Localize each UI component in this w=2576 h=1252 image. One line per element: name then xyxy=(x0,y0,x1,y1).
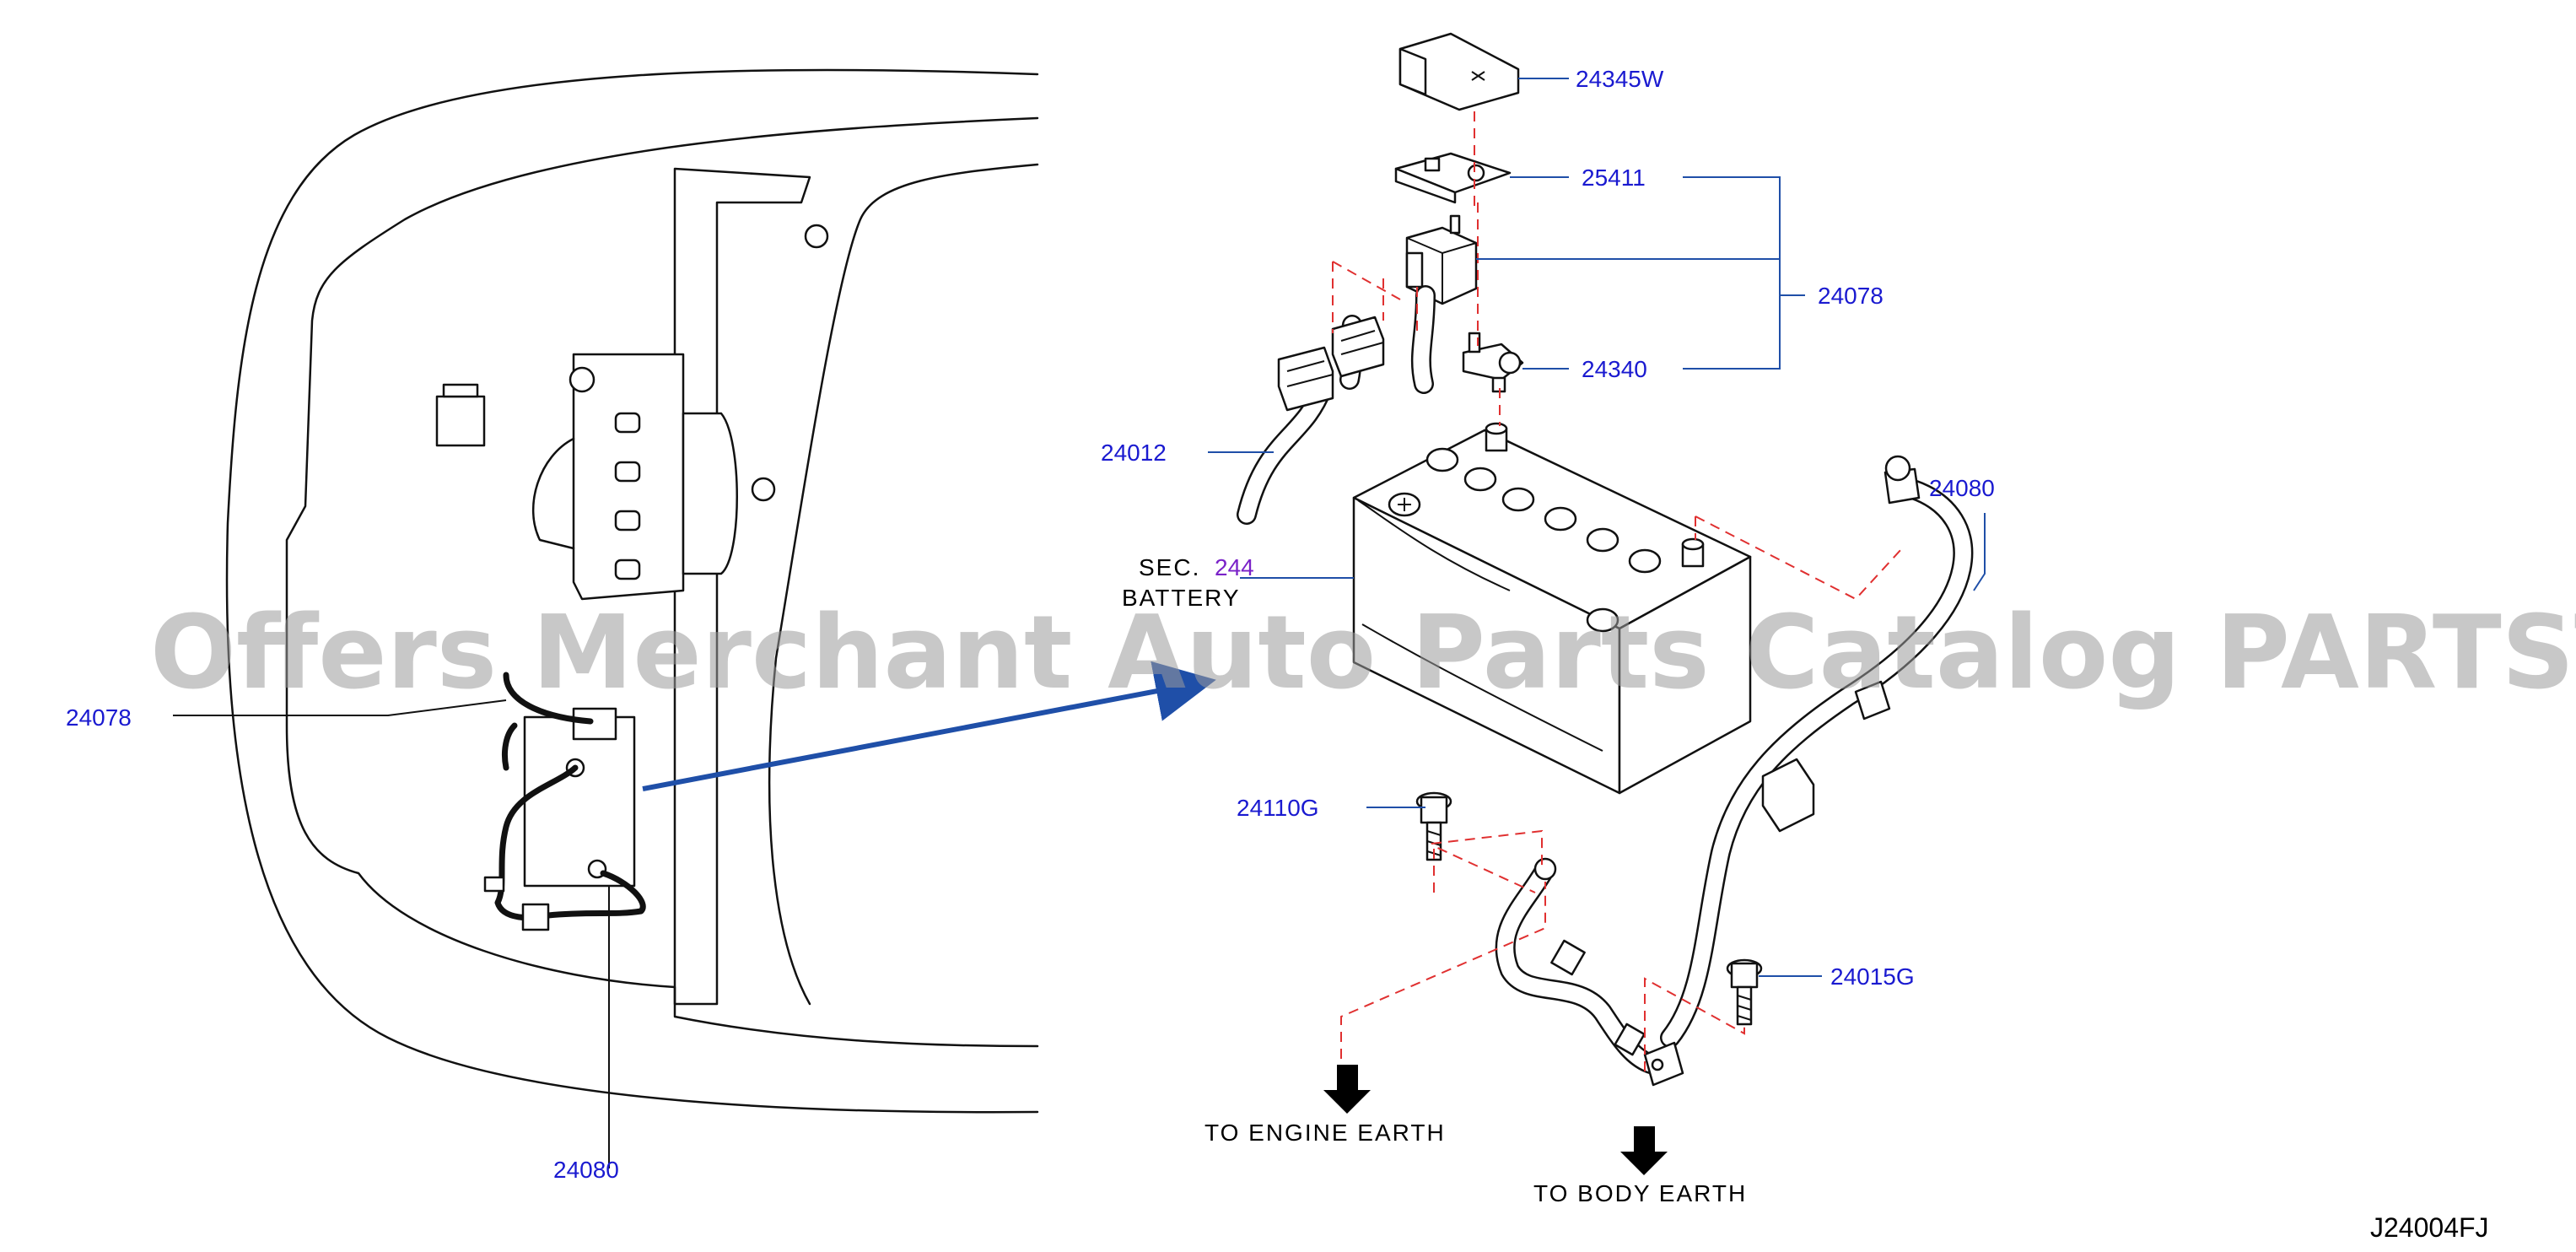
vehicle-overview xyxy=(225,68,1039,1114)
terminal-clamp-icon xyxy=(1462,332,1524,393)
fusible-link-icon xyxy=(1405,214,1478,305)
overview-earth-cable xyxy=(494,764,646,921)
label-24080: 24080 xyxy=(1929,475,1995,501)
section-ref-prefix: SEC. xyxy=(1139,554,1200,580)
battery-post-icons xyxy=(1485,422,1705,568)
bolt-24015g-icon xyxy=(1726,958,1763,1026)
overview-battery xyxy=(523,707,636,888)
spark-plug-icons xyxy=(614,412,641,580)
engine-earth-label: TO ENGINE EARTH xyxy=(1204,1120,1446,1146)
overview-label-24080: 24080 xyxy=(553,1157,619,1183)
body-earth-label: TO BODY EARTH xyxy=(1533,1180,1747,1206)
reservoir-icon xyxy=(435,383,486,447)
diagram-code: J24004FJ xyxy=(2370,1212,2489,1243)
section-ref-number: 244 xyxy=(1215,554,1254,580)
earth-cable-terminals xyxy=(1533,455,1921,1087)
battery-icon xyxy=(1352,422,1752,795)
overview-label-24078: 24078 xyxy=(66,704,132,731)
label-24345w: 24345W xyxy=(1576,66,1664,92)
watermark: Offers Merchant Auto Parts Catalog PARTS… xyxy=(150,595,2576,712)
label-24078: 24078 xyxy=(1818,283,1883,309)
fuse-terminal-icon xyxy=(1394,152,1512,204)
assembly-guide-lines xyxy=(1332,111,1903,1071)
label-24110g: 24110G xyxy=(1237,795,1319,821)
body-earth-arrow-icon xyxy=(1620,1126,1668,1175)
battery-detail xyxy=(1237,32,1974,1175)
bolt-24110g-icon xyxy=(1415,791,1452,861)
label-24012: 24012 xyxy=(1101,440,1167,466)
overview-harness-cable xyxy=(503,672,594,725)
detail-pointer-arrow xyxy=(642,661,1216,791)
engine-earth-arrow-icon xyxy=(1323,1065,1371,1114)
label-24015g: 24015G xyxy=(1830,963,1915,990)
section-ref-name: BATTERY xyxy=(1122,585,1241,611)
label-25411: 25411 xyxy=(1582,165,1646,191)
label-24340: 24340 xyxy=(1582,356,1647,382)
vent-cap-icons xyxy=(1388,447,1662,633)
harness-connector-icons xyxy=(1277,316,1385,412)
terminal-cover-icon xyxy=(1398,32,1520,111)
leader-lines xyxy=(1208,78,1986,977)
